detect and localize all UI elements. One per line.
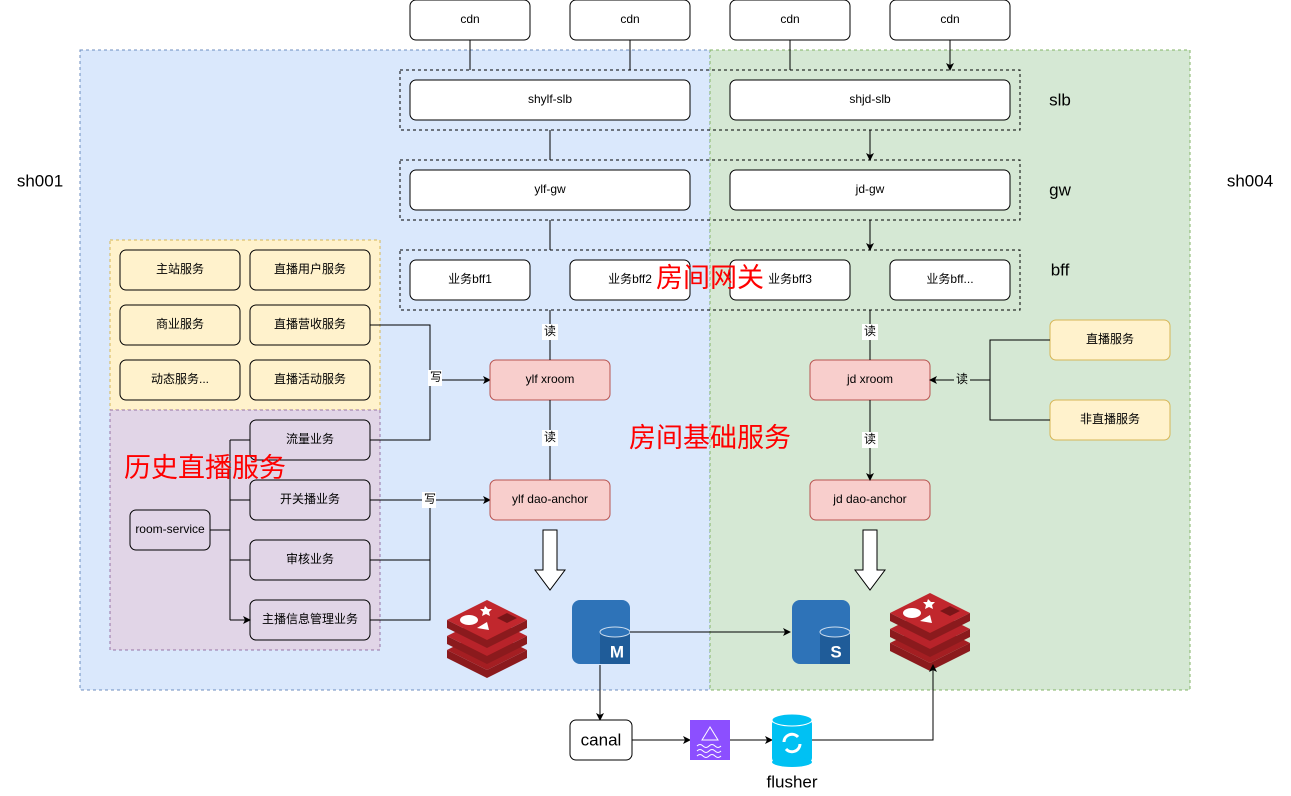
bff-label: 业务bff2 [608, 271, 652, 286]
history-item-label: 主播信息管理业务 [262, 611, 358, 626]
zone-label-sh001: sh001 [17, 171, 63, 190]
flusher-icon [771, 713, 813, 767]
redis-icon [447, 600, 527, 678]
service-label: 直播用户服务 [274, 261, 346, 276]
service-box[interactable] [119, 304, 241, 346]
bff-box[interactable] [729, 259, 851, 301]
read-label: 读 [864, 324, 876, 338]
ylf-dao-label: ylf dao-anchor [512, 492, 588, 506]
read-label: 读 [956, 372, 968, 386]
write-label: 写 [424, 492, 436, 506]
hollow-down-arrow [854, 529, 886, 591]
jd-dao-label: jd dao-anchor [832, 492, 906, 506]
shjd-slb-box[interactable] [729, 79, 1011, 121]
base-service-annotation: 房间基础服务 [629, 423, 791, 453]
slb-gw-arrows [549, 130, 870, 160]
room-service-arrows [230, 439, 250, 620]
hollow-down-arrow [534, 529, 566, 591]
shylf-slb-box[interactable] [409, 79, 691, 121]
redis-icon [890, 593, 970, 671]
bff-layer-label: bff [1051, 260, 1070, 279]
room-service-trunk [210, 440, 231, 620]
service-box[interactable] [249, 249, 371, 291]
cdn-label: cdn [940, 12, 959, 26]
service-box[interactable] [119, 359, 241, 401]
jd-xroom-label: jd xroom [846, 372, 893, 386]
slb-group [399, 69, 1021, 131]
room-service-label: room-service [135, 522, 205, 536]
jd-gw-label: jd-gw [855, 182, 885, 196]
read-label: 读 [544, 324, 556, 338]
ylf-xroom-label: ylf xroom [526, 372, 575, 386]
bff-label: 业务bff... [926, 271, 973, 286]
db-slave-icon: S [792, 600, 851, 664]
service-label: 直播营收服务 [274, 316, 346, 331]
live-service-label: 直播服务 [1086, 331, 1134, 346]
cdn-label: cdn [780, 12, 799, 26]
non-live-service-label: 非直播服务 [1080, 411, 1140, 426]
history-item-label: 审核业务 [286, 551, 334, 566]
read-label: 读 [864, 432, 876, 446]
service-box[interactable] [249, 359, 371, 401]
cdn-label: cdn [460, 12, 479, 26]
gateway-annotation: 房间网关 [656, 263, 764, 293]
history-item-label: 开关播业务 [280, 491, 340, 506]
db-master-letter: M [610, 642, 624, 661]
service-label: 商业服务 [156, 316, 204, 331]
service-label: 动态服务... [151, 371, 209, 386]
cdn-arrows [469, 40, 950, 70]
gw-layer-label: gw [1049, 180, 1071, 199]
service-label: 直播活动服务 [274, 371, 346, 386]
zone-label-sh004: sh004 [1227, 171, 1273, 190]
shylf-slb-label: shylf-slb [528, 92, 572, 106]
bff-box[interactable] [889, 259, 1011, 301]
write-edges-dao [370, 500, 431, 621]
history-annotation: 历史直播服务 [124, 453, 286, 483]
slb-layer-label: slb [1049, 90, 1071, 109]
canal-label: canal [581, 730, 622, 749]
ylf-gw-box[interactable] [409, 169, 691, 211]
cdn-row: cdn cdn cdn cdn [409, 0, 1011, 41]
flusher-redis-arrow [812, 664, 937, 741]
kafka-icon [690, 720, 730, 760]
write-edges-xroom [370, 324, 431, 441]
read-label: 读 [544, 430, 556, 444]
bff-box[interactable] [409, 259, 531, 301]
gw-group [399, 159, 1021, 221]
bff-label: 业务bff1 [448, 271, 492, 286]
cdn-label: cdn [620, 12, 639, 26]
write-label: 写 [430, 370, 442, 384]
ylf-gw-label: ylf-gw [534, 182, 566, 196]
service-label: 主站服务 [156, 261, 204, 276]
bff-label: 业务bff3 [768, 271, 812, 286]
db-slave-letter: S [830, 642, 841, 661]
history-item-label: 流量业务 [286, 431, 334, 446]
jd-gw-box[interactable] [729, 169, 1011, 211]
bff-group [399, 249, 1021, 311]
shjd-slb-label: shjd-slb [849, 92, 891, 106]
db-master-icon: M [572, 600, 631, 664]
bff-box[interactable] [569, 259, 691, 301]
zone-sh004 [709, 49, 1191, 691]
gw-bff-arrows [549, 220, 870, 250]
service-box[interactable] [119, 249, 241, 291]
flusher-label: flusher [766, 772, 817, 791]
